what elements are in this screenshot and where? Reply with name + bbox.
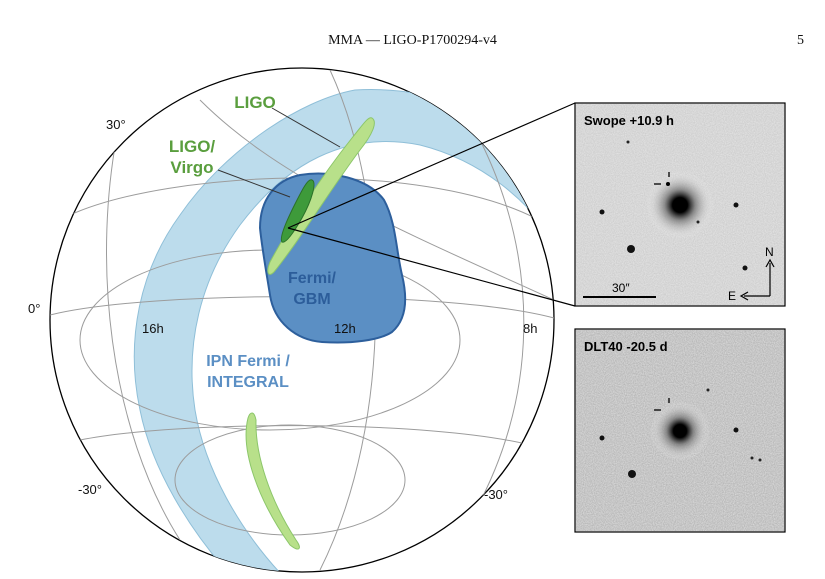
zoom-line-bottom xyxy=(287,227,576,307)
fermi-label-line1: Fermi/ xyxy=(288,270,337,287)
ligo-virgo-region xyxy=(280,179,315,243)
dlt40-inset: DLT40 -20.5 d xyxy=(574,328,786,533)
ra-16h-label: 16h xyxy=(142,321,164,336)
compass: N E xyxy=(728,245,775,303)
zoom-line-top xyxy=(287,102,576,229)
dec-minus30-left-label: -30° xyxy=(78,482,102,497)
swope-transient xyxy=(666,182,670,186)
fermi-label-line2: GBM xyxy=(293,291,330,308)
swope-title: Swope +10.9 h xyxy=(584,113,674,128)
ipn-label-line1: IPN Fermi / xyxy=(206,353,290,370)
ligo-region-lower xyxy=(245,412,300,550)
dlt40-host-galaxy xyxy=(650,401,710,461)
dec-minus30-right-label: -30° xyxy=(484,487,508,502)
sky-globe: LIGO LIGO/ Virgo Fermi/ GBM IPN Fermi / … xyxy=(28,67,576,573)
swope-scale-label: 30″ xyxy=(612,281,630,295)
ligo-leader-line xyxy=(271,107,341,148)
compass-north-label: N xyxy=(765,245,774,259)
dlt40-title: DLT40 -20.5 d xyxy=(584,339,668,354)
page-number: 5 xyxy=(797,33,804,48)
running-head: MMA — LIGO-P1700294-v4 xyxy=(328,33,497,48)
ipn-label-line2: INTEGRAL xyxy=(207,374,289,391)
ra-8h-label: 8h xyxy=(523,321,537,336)
ligo-virgo-label-line1: LIGO/ xyxy=(169,137,216,156)
dec-zero-label: 0° xyxy=(28,301,40,316)
ligo-virgo-leader-line xyxy=(217,169,291,198)
dec-plus30-label: 30° xyxy=(106,117,126,132)
swope-host-galaxy xyxy=(646,171,714,239)
compass-east-label: E xyxy=(728,289,736,303)
ligo-region-upper xyxy=(267,117,375,275)
ligo-label: LIGO xyxy=(234,93,276,112)
swope-inset: Swope +10.9 h 30″ N E xyxy=(574,102,786,307)
ra-12h-label: 12h xyxy=(334,321,356,336)
ligo-virgo-label-line2: Virgo xyxy=(170,158,213,177)
